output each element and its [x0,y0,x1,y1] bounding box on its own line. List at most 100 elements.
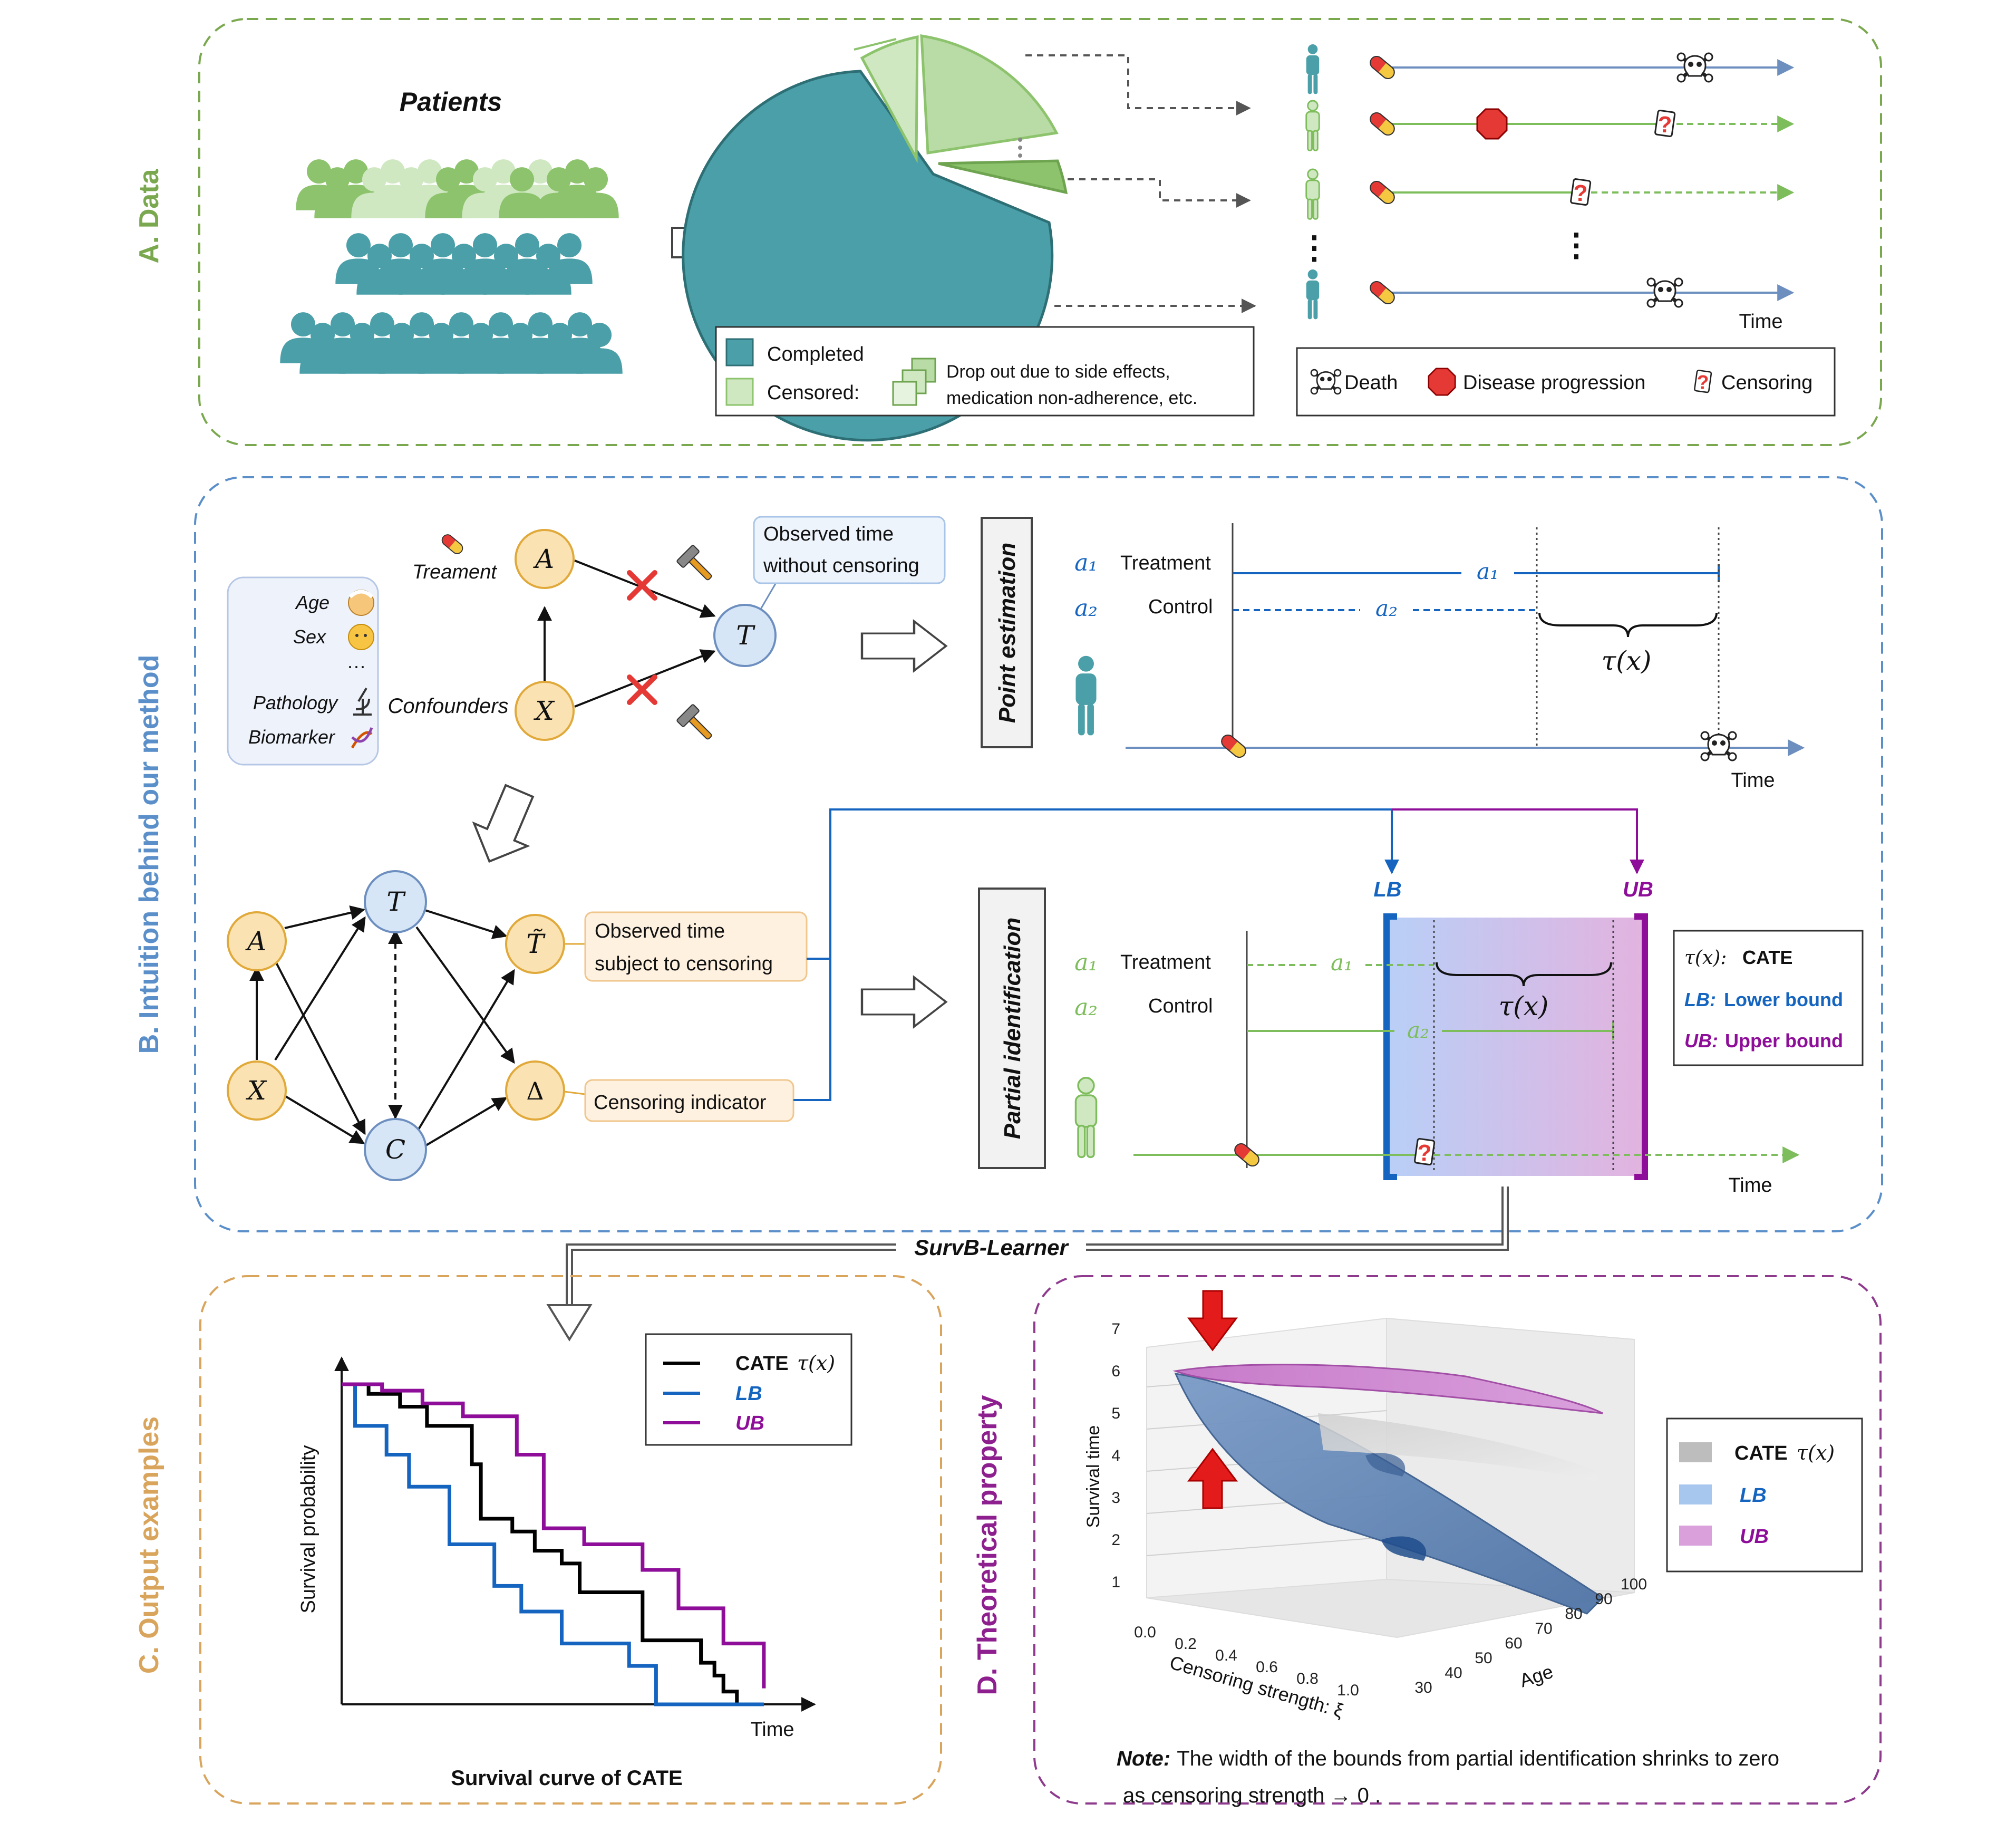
question-mark-icon [1569,178,1592,207]
red-up-arrow-icon [1187,1448,1238,1509]
x-tick-label: 0.4 [1215,1647,1237,1664]
node-T-bottom: T [364,870,427,933]
legend-progression: Disease progression [1463,372,1645,394]
svg-text:a₂: a₂ [1074,994,1098,1021]
lb-label: LB [1373,878,1401,901]
series-line-lb [342,1382,764,1706]
y-tick-label: 50 [1475,1650,1492,1667]
pill-icon [1367,178,1398,207]
question-mark-icon [1654,109,1676,139]
y-tick-label: 30 [1414,1679,1432,1696]
covariate-ellipsis: ··· [347,655,366,677]
svg-text:CATE: CATE [1742,947,1792,968]
patient-icon [1306,44,1320,94]
dna-icon [351,727,373,749]
svg-text:subject to censoring: subject to censoring [595,953,773,975]
svg-text:a₂: a₂ [1074,595,1098,622]
z-tick-label: 4 [1111,1447,1120,1464]
node-Delta: Δ [505,1060,565,1121]
time-label: Time [1739,311,1782,333]
svg-text:LB: LB [1740,1484,1767,1507]
y-tick-label: 100 [1621,1576,1647,1593]
svg-text:T: T [736,620,755,651]
c-caption: Survival curve of CATE [451,1767,682,1790]
svg-text:A: A [245,926,266,957]
red-x-icon [629,573,655,598]
z-tick-label: 7 [1111,1320,1120,1338]
pill-icon [1367,278,1398,307]
panel-c: C. Output examples Survival probability … [134,1275,942,1805]
d-zlabel: Survival time [1083,1425,1103,1528]
old-face-icon [348,590,374,616]
svg-text:CATE: CATE [735,1353,789,1375]
svg-text:Treatment: Treatment [1120,552,1211,574]
treatment-label: Treament [412,561,497,583]
svg-text:T̃: T̃ [526,928,546,959]
node-X-bottom: X [227,1060,287,1121]
d-legend: CATE τ(x) LB UB [1666,1417,1863,1573]
patients-crowd [280,159,623,374]
z-tick-label: 6 [1111,1363,1120,1380]
svg-text:a₁: a₁ [1477,558,1499,584]
svg-text:T: T [386,886,406,917]
svg-text:C: C [385,1134,405,1165]
svg-text:Control: Control [1148,995,1213,1017]
svg-text:Observed time: Observed time [595,920,725,942]
point-estimation-label: Point estimation [994,543,1020,723]
svg-text:UB: UB [735,1412,764,1434]
legend-bounds: τ(x): CATE LB: Lower bound UB: Upper bou… [1673,930,1864,1066]
node-T-top: T [713,604,777,667]
z-tick-label: 2 [1111,1531,1120,1549]
svg-text:Δ: Δ [526,1077,544,1105]
svg-text:a₂: a₂ [1407,1017,1429,1043]
x-ticks: 0.00.20.40.60.81.0 [1134,1624,1359,1699]
node-C-bottom: C [364,1118,427,1181]
patient-icon [1305,168,1320,220]
survb-label: SurvB-Learner [914,1235,1069,1260]
legend-events: Death Disease progression Censoring [1296,347,1836,417]
z-tick-label: 3 [1111,1489,1120,1507]
svg-text:τ(x):: τ(x): [1684,947,1727,969]
pie-connectors [1025,54,1256,313]
legend-dropout-2: medication non-adherence, etc. [946,388,1197,408]
confounders-label: Confounders [387,695,508,718]
svg-text:τ(x): τ(x) [797,1352,835,1375]
svg-text:Lower bound: Lower bound [1724,989,1843,1010]
covariate-pathology: Pathology [253,692,338,713]
legend-censoring: Censoring [1721,372,1813,394]
svg-text:LB: LB [735,1383,762,1405]
panel-a: A. Data Patients ⋮⋮Time Completed C [134,18,1882,446]
svg-text:Upper bound: Upper bound [1725,1030,1843,1052]
callout-observed-censoring: Observed time subject to censoring [584,911,808,982]
x-tick-label: 0.2 [1175,1635,1197,1653]
ellipsis: ⋮ [1298,230,1330,265]
x-tick-label: 0.0 [1134,1624,1156,1641]
panel-b-label: B. Intuition behind our method [134,655,164,1054]
svg-text:Observed time: Observed time [763,523,894,545]
note-line-2: as censoring strength → 0 . [1123,1784,1381,1807]
patient-icon [1074,1077,1098,1159]
z-tick-label: 1 [1111,1574,1120,1591]
hollow-arrow-down [463,780,546,873]
hollow-arrow-b1 [862,621,946,671]
svg-text:without censoring: without censoring [763,555,919,577]
svg-text:X: X [245,1075,267,1106]
ellipsis: ⋮ [1561,227,1592,263]
svg-text:UB:: UB: [1684,1030,1718,1052]
microscope-icon [353,687,372,716]
c-ylabel: Survival probability [297,1445,319,1614]
question-mark-icon [1413,1137,1436,1167]
x-tick-label: 1.0 [1337,1682,1359,1699]
y-tick-label: 70 [1535,1620,1552,1637]
stop-sign-icon [1476,108,1508,140]
survb-connector: SurvB-Learner [546,1187,1509,1342]
skull-icon [1701,732,1736,760]
panel-d-label: D. Theoretical property [972,1395,1003,1695]
svg-text:LB:: LB: [1684,989,1716,1010]
patient-icon [1306,269,1320,320]
